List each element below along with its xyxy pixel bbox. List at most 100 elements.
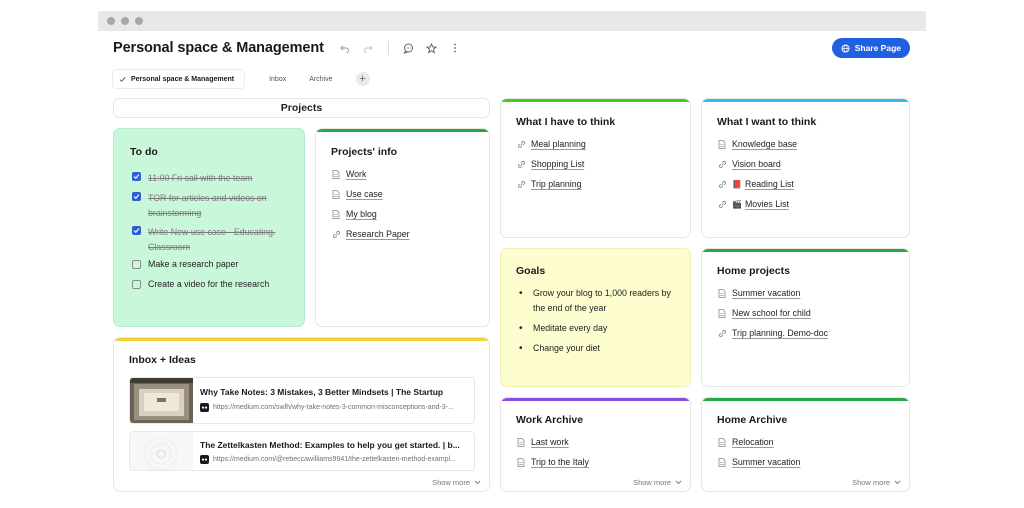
- list-item-work[interactable]: Work: [331, 164, 410, 184]
- show-more-button[interactable]: Show more: [633, 478, 682, 487]
- card-accent-bar: [501, 398, 690, 401]
- page-tabs: Personal space & Management Inbox Archiv…: [112, 69, 370, 89]
- inbox-link-title: Why Take Notes: 3 Mistakes, 3 Better Min…: [200, 387, 444, 397]
- checkbox-checked-icon[interactable]: [132, 172, 141, 181]
- list-item-movies-list[interactable]: 🎬Movies List: [717, 194, 797, 214]
- comment-icon[interactable]: [402, 41, 416, 55]
- list-item-relocation[interactable]: Relocation: [717, 432, 800, 452]
- home-projects-title: Home projects: [717, 265, 790, 277]
- redo-icon[interactable]: [361, 41, 375, 55]
- inbox-link-card[interactable]: Why Take Notes: 3 Mistakes, 3 Better Min…: [129, 377, 475, 424]
- think-have-title: What I have to think: [516, 116, 616, 128]
- todo-item[interactable]: 11:00 Fri call with the team: [132, 167, 297, 187]
- work-archive-list: Last work Trip to the Italy: [516, 432, 589, 472]
- todo-item[interactable]: Make a research paper: [132, 255, 297, 275]
- list-item-new-school[interactable]: New school for child: [717, 303, 828, 323]
- goals-card: Goals •Grow your blog to 1,000 readers b…: [500, 248, 691, 387]
- link-icon: [717, 328, 727, 338]
- list-item-label: Last work: [531, 437, 569, 447]
- todo-item-text: Write New use case - Educating. Classroo…: [148, 227, 276, 252]
- think-have-list: Meal planning Shopping List Trip plannin…: [516, 134, 586, 194]
- projects-header-title: Projects: [280, 102, 323, 114]
- doc-icon: [717, 308, 727, 318]
- list-item-summer-vacation[interactable]: Summer vacation: [717, 283, 828, 303]
- list-item-label: Summer vacation: [732, 457, 801, 467]
- inbox-url-text: https://medium.com/@rebeccawilliams9941/…: [213, 456, 456, 463]
- show-more-label: Show more: [633, 478, 671, 487]
- show-more-label: Show more: [852, 478, 890, 487]
- tab-personal-space[interactable]: Personal space & Management: [112, 69, 246, 89]
- list-item-trip-planning[interactable]: Trip planning: [516, 174, 586, 194]
- list-item-vision-board[interactable]: Vision board: [717, 154, 797, 174]
- think-want-list: Knowledge base Vision board 📕Reading Lis…: [717, 134, 797, 214]
- star-icon[interactable]: [425, 41, 439, 55]
- window-chrome: [98, 11, 926, 31]
- bullet-icon: •: [519, 343, 523, 354]
- toolbar: [338, 41, 462, 55]
- doc-icon: [331, 189, 341, 199]
- todo-item-text: TOR for articles and videos on brainstor…: [148, 193, 267, 218]
- checkbox-unchecked-icon[interactable]: [132, 280, 141, 289]
- doc-icon: [331, 169, 341, 179]
- show-more-button[interactable]: Show more: [432, 478, 481, 487]
- list-item-label: Relocation: [732, 437, 774, 447]
- link-icon: [717, 179, 727, 189]
- list-item-research-paper[interactable]: Research Paper: [331, 224, 410, 244]
- list-item-my-blog[interactable]: My blog: [331, 204, 410, 224]
- tab-inbox[interactable]: Inbox: [269, 69, 309, 89]
- list-item-meal-planning[interactable]: Meal planning: [516, 134, 586, 154]
- think-want-card: What I want to think Knowledge base Visi…: [701, 98, 910, 238]
- bullet-icon: •: [519, 323, 523, 334]
- goal-text: Meditate every day: [533, 323, 608, 333]
- todo-item[interactable]: TOR for articles and videos on brainstor…: [132, 187, 297, 221]
- tab-archive[interactable]: Archive: [309, 69, 355, 89]
- tab-label: Inbox: [269, 75, 287, 83]
- list-item-trip-planning-demo[interactable]: Trip planning. Demo-doc: [717, 323, 828, 343]
- show-more-button[interactable]: Show more: [852, 478, 901, 487]
- inbox-link-title: The Zettelkasten Method: Examples to hel…: [200, 440, 460, 450]
- list-item-use-case[interactable]: Use case: [331, 184, 410, 204]
- projects-header: Projects: [113, 98, 490, 118]
- think-have-card: What I have to think Meal planning Shopp…: [500, 98, 691, 238]
- window-maximize-dot[interactable]: [135, 17, 143, 25]
- link-icon: [331, 229, 341, 239]
- card-accent-bar: [501, 99, 690, 102]
- more-vertical-icon[interactable]: [448, 41, 462, 55]
- card-accent-bar: [316, 129, 489, 132]
- inbox-link-body: The Zettelkasten Method: Examples to hel…: [193, 432, 460, 470]
- list-item-reading-list[interactable]: 📕Reading List: [717, 174, 797, 194]
- list-item-summer-vacation[interactable]: Summer vacation: [717, 452, 800, 472]
- inbox-ideas-card: Inbox + Ideas Why Take Notes: 3 Mistakes…: [113, 337, 490, 492]
- todo-item[interactable]: Write New use case - Educating. Classroo…: [132, 221, 297, 255]
- doc-icon: [516, 457, 526, 467]
- list-item-label: New school for child: [732, 308, 811, 318]
- page-title: Personal space & Management: [113, 40, 324, 56]
- window-minimize-dot[interactable]: [121, 17, 129, 25]
- inbox-link-card[interactable]: The Zettelkasten Method: Examples to hel…: [129, 431, 475, 471]
- goal-item: • Meditate every day: [519, 321, 684, 336]
- list-item-knowledge-base[interactable]: Knowledge base: [717, 134, 797, 154]
- goal-text: Grow your blog to 1,000 readers by the e…: [533, 288, 671, 313]
- list-item-trip-italy[interactable]: Trip to the Italy: [516, 452, 589, 472]
- list-item-last-work[interactable]: Last work: [516, 432, 589, 452]
- list-item-shopping-list[interactable]: Shopping List: [516, 154, 586, 174]
- window-close-dot[interactable]: [107, 17, 115, 25]
- list-item-label: Research Paper: [346, 229, 410, 239]
- toolbar-divider: [387, 41, 389, 55]
- checkbox-checked-icon[interactable]: [132, 192, 141, 201]
- todo-item[interactable]: Create a video for the research: [132, 275, 297, 295]
- checkbox-unchecked-icon[interactable]: [132, 260, 141, 269]
- undo-icon[interactable]: [338, 41, 352, 55]
- inbox-ideas-title: Inbox + Ideas: [129, 354, 196, 366]
- link-icon: [516, 139, 526, 149]
- checkbox-checked-icon[interactable]: [132, 226, 141, 235]
- list-item-label: Knowledge base: [732, 139, 798, 149]
- medium-icon: ●●: [200, 403, 209, 412]
- projects-info-title: Projects' info: [331, 146, 398, 158]
- home-projects-card: Home projects Summer vacation New school…: [701, 248, 910, 387]
- goal-text: Change your diet: [533, 343, 600, 353]
- share-page-button[interactable]: Share Page: [831, 38, 910, 58]
- list-item-label: Work: [346, 169, 367, 179]
- add-tab-icon[interactable]: +: [355, 72, 370, 86]
- list-item-label: Trip to the Italy: [531, 457, 589, 467]
